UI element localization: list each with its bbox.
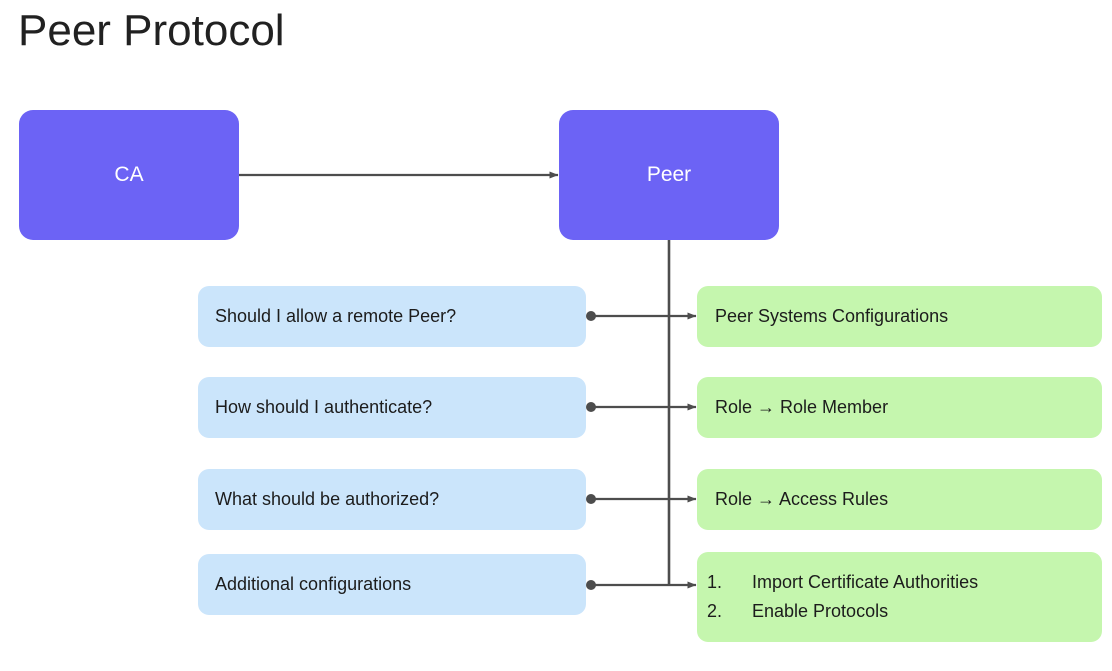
answer-node-1[interactable]: Peer Systems Configurations (697, 286, 1102, 347)
answer-node-4[interactable]: 1. Import Certificate Authorities 2. Ena… (697, 552, 1102, 642)
edge-dot-row-1 (586, 311, 596, 321)
list-item: 2. Enable Protocols (697, 597, 1102, 626)
edge-dot-row-3 (586, 494, 596, 504)
list-item-text: Enable Protocols (752, 601, 889, 621)
answer-node-2-label: Role → Role Member (715, 397, 889, 417)
answer-node-4-list: 1. Import Certificate Authorities 2. Ena… (697, 568, 1102, 626)
node-ca-label: CA (114, 163, 144, 186)
edge-dot-row-2 (586, 402, 596, 412)
node-ca[interactable]: CA (19, 110, 239, 240)
answer-node-3-label: Role → Access Rules (715, 489, 889, 509)
page-title: Peer Protocol (18, 6, 285, 55)
question-node-1-label: Should I allow a remote Peer? (215, 306, 457, 326)
answer-node-1-label: Peer Systems Configurations (715, 306, 949, 326)
list-item: 1. Import Certificate Authorities (697, 568, 1102, 597)
edge-dot-row-4 (586, 580, 596, 590)
question-node-4[interactable]: Additional configurations (198, 554, 586, 615)
question-node-4-label: Additional configurations (215, 574, 412, 594)
node-peer-label: Peer (646, 163, 692, 186)
answer-node-3[interactable]: Role → Access Rules (697, 469, 1102, 530)
list-item-number: 1. (707, 572, 723, 592)
node-peer[interactable]: Peer (559, 110, 779, 240)
question-node-2-label: How should I authenticate? (215, 397, 433, 417)
question-node-1[interactable]: Should I allow a remote Peer? (198, 286, 586, 347)
answer-node-2[interactable]: Role → Role Member (697, 377, 1102, 438)
question-node-3[interactable]: What should be authorized? (198, 469, 586, 530)
question-node-2[interactable]: How should I authenticate? (198, 377, 586, 438)
question-node-3-label: What should be authorized? (215, 489, 440, 509)
list-item-text: Import Certificate Authorities (752, 572, 979, 592)
list-item-number: 2. (707, 601, 723, 621)
